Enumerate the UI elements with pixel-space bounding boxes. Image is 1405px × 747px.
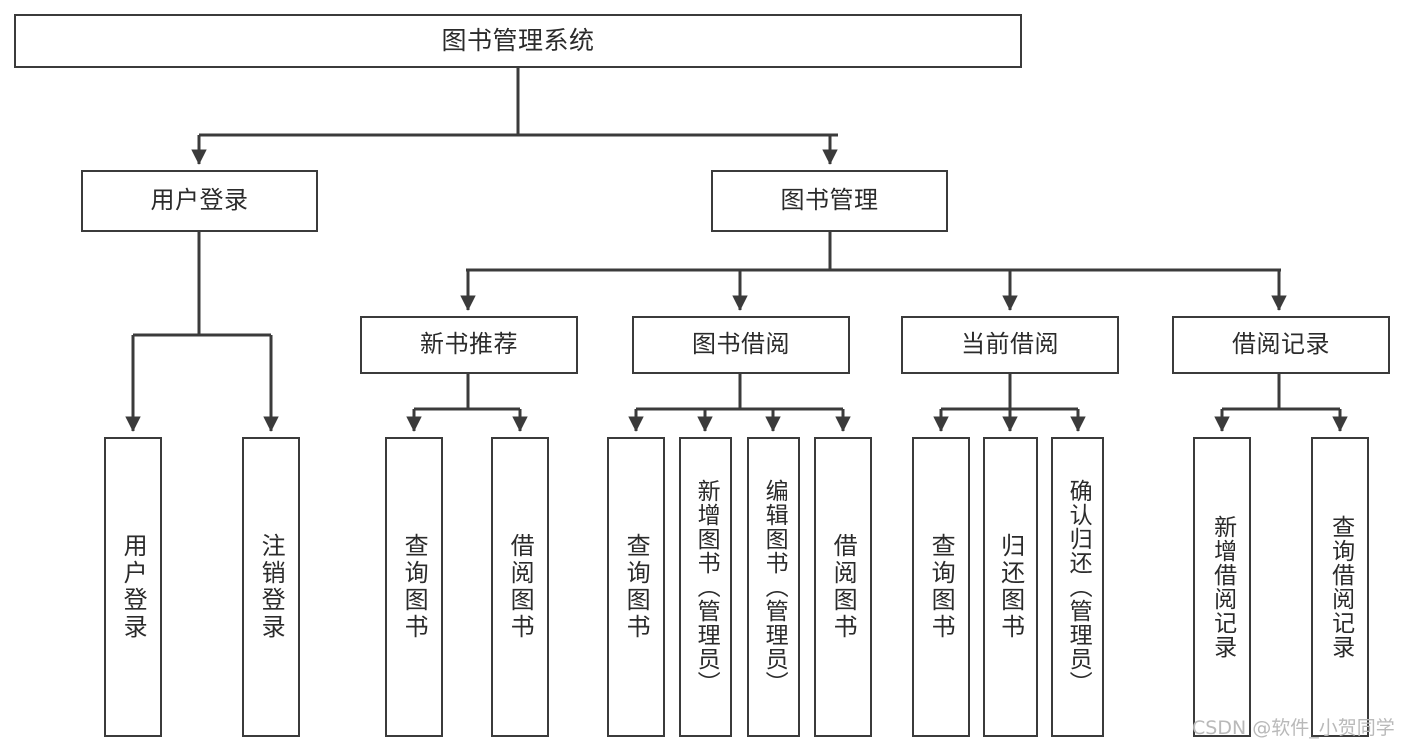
node-leaf-user-login[interactable]: 用户登录	[104, 437, 162, 737]
node-leaf-query-book-borrow[interactable]: 查询图书	[607, 437, 665, 737]
node-leaf-add-borrow-record[interactable]: 新增借阅记录	[1193, 437, 1251, 737]
node-label: 图书管理	[780, 186, 879, 215]
node-label: 归还图书	[996, 533, 1025, 641]
node-label: 查询图书	[622, 533, 651, 641]
node-leaf-borrow-book-recommend[interactable]: 借阅图书	[491, 437, 549, 737]
node-label: 借阅图书	[506, 533, 535, 641]
node-book-borrow[interactable]: 图书借阅	[632, 316, 850, 374]
node-leaf-return-book[interactable]: 归还图书	[983, 437, 1038, 737]
node-leaf-query-book-recommend[interactable]: 查询图书	[385, 437, 443, 737]
node-new-book-recommend[interactable]: 新书推荐	[360, 316, 578, 374]
node-leaf-query-borrow-record[interactable]: 查询借阅记录	[1311, 437, 1369, 737]
node-leaf-edit-book-admin[interactable]: 编辑图书（管理员）	[747, 437, 800, 737]
node-label: 新增借阅记录	[1209, 515, 1236, 659]
node-leaf-confirm-return-admin[interactable]: 确认归还（管理员）	[1051, 437, 1104, 737]
node-label: 注销登录	[257, 533, 286, 641]
node-leaf-borrow-book[interactable]: 借阅图书	[814, 437, 872, 737]
node-book-management[interactable]: 图书管理	[711, 170, 948, 232]
node-user-login[interactable]: 用户登录	[81, 170, 318, 232]
node-label: 借阅图书	[829, 533, 858, 641]
node-label: 查询图书	[400, 533, 429, 641]
node-root-book-management-system[interactable]: 图书管理系统	[14, 14, 1022, 68]
node-label: 新书推荐	[420, 330, 518, 359]
node-label: 图书借阅	[692, 330, 790, 359]
node-label: 图书管理系统	[441, 25, 595, 55]
node-label: 编辑图书（管理员）	[761, 479, 788, 695]
node-label: 用户登录	[150, 186, 249, 215]
csdn-watermark: CSDN @软件_小贺同学	[1192, 717, 1395, 739]
node-label: 查询借阅记录	[1327, 515, 1354, 659]
node-leaf-add-book-admin[interactable]: 新增图书（管理员）	[679, 437, 732, 737]
node-borrow-record[interactable]: 借阅记录	[1172, 316, 1390, 374]
node-label: 新增图书（管理员）	[693, 479, 720, 695]
node-label: 查询图书	[927, 533, 956, 641]
node-leaf-logout[interactable]: 注销登录	[242, 437, 300, 737]
node-label: 借阅记录	[1232, 330, 1330, 359]
node-label: 确认归还（管理员）	[1065, 479, 1092, 695]
node-current-borrow[interactable]: 当前借阅	[901, 316, 1119, 374]
node-label: 用户登录	[119, 533, 148, 641]
node-label: 当前借阅	[961, 330, 1059, 359]
node-leaf-query-book-current[interactable]: 查询图书	[912, 437, 970, 737]
